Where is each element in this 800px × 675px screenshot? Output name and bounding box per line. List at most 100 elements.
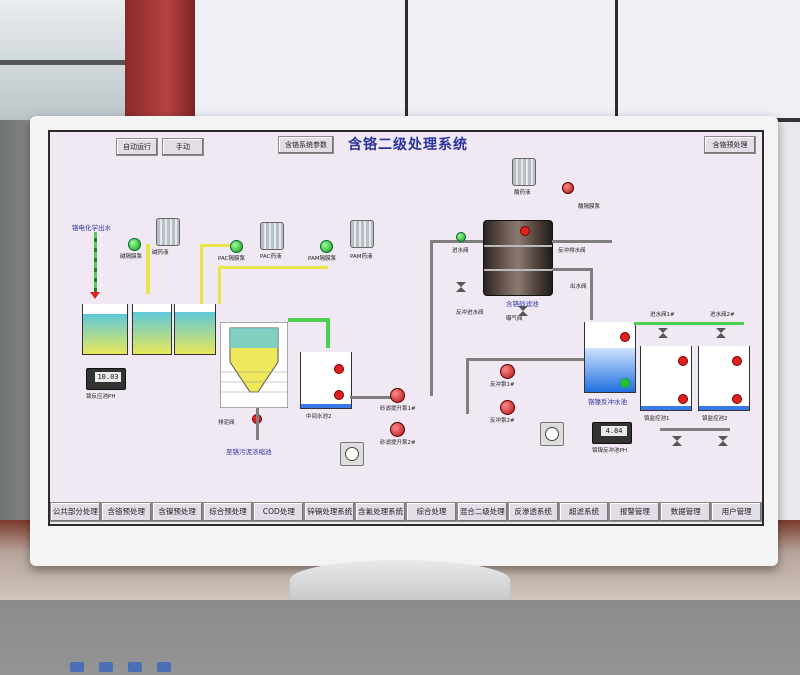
pac-tank-icon [260, 222, 284, 250]
lift-pump-1-label: 砂滤提升泵1# [380, 406, 416, 412]
title-bar: 自动运行 手动 含铬系统参数 含铬二级处理系统 含铬预处理 [50, 132, 762, 158]
alkali-pump-icon[interactable] [128, 238, 141, 251]
lift-pump-1-icon[interactable] [390, 388, 405, 403]
nav-tab[interactable]: 含镍预处理 [151, 502, 203, 522]
monitor-tank-2 [698, 346, 750, 411]
params-button[interactable]: 含铬系统参数 [278, 136, 334, 154]
video-wall [195, 0, 800, 122]
ph-display-2-value: 4.84 [601, 426, 627, 436]
settling-tank-icon [219, 321, 289, 409]
backwash-inlet-label: 反冲进水阀 [456, 310, 484, 316]
pac-pump-label: PAC隔膜泵 [218, 256, 245, 262]
nav-tab[interactable]: 含氰处理系统 [355, 502, 407, 522]
drain-valve-label: 排泥阀 [218, 420, 235, 426]
mid-tank-sensor-high [334, 364, 344, 374]
page-title: 含铬二级处理系统 [348, 137, 468, 153]
backwash-pipe-h [466, 358, 586, 361]
nav-tab[interactable]: 锌镉处理系统 [304, 502, 356, 522]
outlet-valve-label: 出水阀 [570, 284, 587, 290]
alkali-dosing-pipe [146, 244, 150, 294]
sludge-pipe [256, 408, 259, 440]
nav-tab[interactable]: 超滤系统 [558, 502, 610, 522]
pac-tank-label: PAC药液 [260, 254, 282, 260]
bezel-icon [128, 661, 143, 672]
inlet-valve-icon[interactable] [456, 232, 466, 242]
nav-tab[interactable]: 数据管理 [660, 502, 712, 522]
outlet-green-pipe [288, 318, 328, 322]
backwash-tank-sensor-high [620, 332, 630, 342]
monitor-tank-1-label: 铬监控池1 [644, 416, 670, 422]
monitor-tank-2-fill [699, 406, 749, 410]
monitor-tank-1-sensor-low [678, 394, 688, 404]
flow-gauge-2 [540, 422, 564, 446]
pam-pump-icon[interactable] [320, 240, 333, 253]
pretreat-button[interactable]: 含铬预处理 [704, 136, 756, 154]
inlet-arrow-icon [90, 292, 100, 299]
drain-pipe [552, 240, 612, 243]
nav-tab[interactable]: 综合预处理 [202, 502, 254, 522]
settling-tank [219, 321, 289, 409]
nav-tab[interactable]: 反渗透系统 [507, 502, 559, 522]
monitor-tank-1-sensor-high [678, 356, 688, 366]
backwash-tank-sensor-low [620, 378, 630, 388]
pam-pump-label: PAM隔膜泵 [308, 256, 336, 262]
reaction-tank-3-fill [175, 312, 215, 354]
sand-filter-label: 含铬砂滤池 [506, 300, 539, 308]
backwash-pump-2-icon[interactable] [500, 400, 515, 415]
alkali-pump-label: 碱隔膜泵 [120, 254, 143, 260]
mid-tank-fill [301, 404, 351, 408]
backwash-inlet-valve-icon[interactable] [456, 282, 466, 292]
inlet-valve-1-icon[interactable] [658, 328, 668, 338]
lift-pump-2-icon[interactable] [390, 422, 405, 437]
inlet-valve-2-icon[interactable] [716, 328, 726, 338]
outlet-pipe [552, 268, 592, 271]
monitor-outlet-valve-1-icon[interactable] [672, 436, 682, 446]
alkali-tank-label: 碱药液 [152, 250, 169, 256]
acid-pump-icon[interactable] [562, 182, 574, 194]
ph-display-1: 10.03 [86, 368, 126, 390]
monitor-outlet-valve-2-icon[interactable] [718, 436, 728, 446]
monitor-outlet-pipe [660, 428, 730, 431]
video-wall-seam [405, 0, 408, 118]
nav-tab[interactable]: 综合处理 [406, 502, 457, 522]
bezel-icon [157, 661, 172, 672]
monitor-tank-2-sensor-low [732, 394, 742, 404]
pam-tank-label: PAM药液 [350, 254, 373, 260]
acid-tank-icon [512, 158, 536, 186]
pam-tank-icon [350, 220, 374, 248]
ph-display-2-label: 铬镍反冲池PH [592, 448, 627, 454]
mid-tank-label: 中间水池2 [306, 414, 332, 420]
nav-tab[interactable]: COD处理 [253, 502, 305, 522]
manual-button[interactable]: 手动 [162, 138, 204, 156]
nav-tab[interactable]: 报警管理 [609, 502, 661, 522]
alkali-tank-icon [156, 218, 180, 246]
pam-pipe-h [218, 266, 328, 269]
reaction-tank-1-fill [83, 314, 127, 354]
nav-tab[interactable]: 用户管理 [711, 502, 762, 522]
sand-filter-drum [483, 220, 553, 296]
inlet-label: 铬电化学出水 [72, 224, 111, 232]
bottom-nav: 公共部分处理 含铬预处理 含镍预处理 综合预处理 COD处理 锌镉处理系统 含氰… [50, 502, 762, 522]
monitor-tank-2-sensor-high [732, 356, 742, 366]
nav-tab[interactable]: 含铬预处理 [100, 502, 152, 522]
sand-filter-sensor [520, 226, 530, 236]
nav-tab[interactable]: 混合二级处理 [456, 502, 508, 522]
ph-display-1-value: 10.03 [95, 372, 121, 382]
inlet-valve-2-label: 进水阀2# [710, 312, 735, 318]
auto-run-button[interactable]: 自动运行 [116, 138, 158, 156]
pac-pump-icon[interactable] [230, 240, 243, 253]
inlet-valve-label: 进水阀 [452, 248, 469, 254]
pac-pipe-v [200, 244, 203, 304]
backwash-tank-label: 铬镍反冲水池 [588, 398, 627, 406]
ph-display-2: 4.84 [592, 422, 632, 444]
exhaust-valve-icon[interactable] [518, 306, 528, 316]
bezel-icon [99, 661, 114, 672]
lift-riser-pipe [430, 240, 433, 396]
monitor-bezel-icons [70, 656, 270, 674]
monitor: 自动运行 手动 含铬系统参数 含铬二级处理系统 含铬预处理 铬电化学出水 碱药液… [30, 116, 778, 672]
scada-screen: 自动运行 手动 含铬系统参数 含铬二级处理系统 含铬预处理 铬电化学出水 碱药液… [48, 130, 764, 526]
backwash-pump-1-icon[interactable] [500, 364, 515, 379]
nav-tab[interactable]: 公共部分处理 [50, 502, 101, 522]
ph-display-1-label: 铬反应池PH [86, 394, 116, 400]
video-wall-seam [615, 0, 618, 118]
